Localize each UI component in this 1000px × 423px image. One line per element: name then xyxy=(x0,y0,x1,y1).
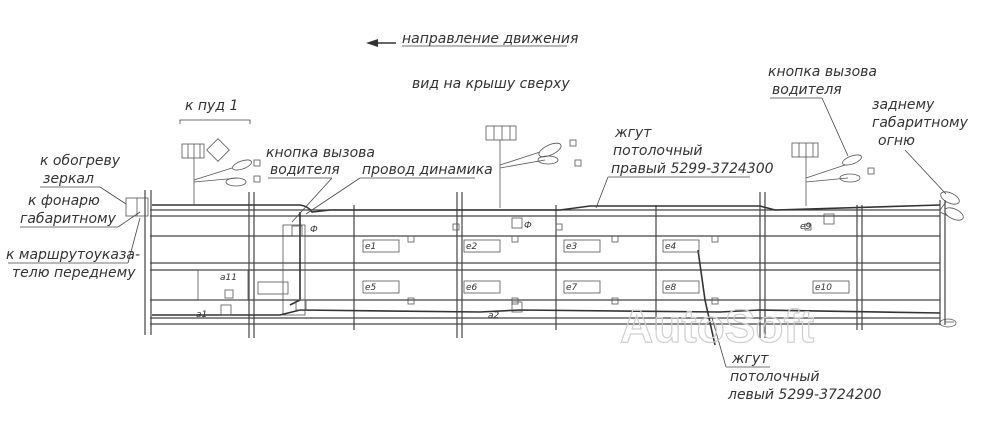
label-call-button-left-1: кнопка вызова xyxy=(266,145,375,161)
label-clearance-lamp-1: к фонарю xyxy=(28,193,100,209)
label-speaker-wire: провод динамика xyxy=(362,162,493,178)
label-route-indicator-1: к маршрутоуказа- xyxy=(6,247,140,263)
mirror-heater-connector xyxy=(125,197,149,217)
roof-frame xyxy=(144,190,946,338)
watermark: AutoSoft xyxy=(620,300,814,352)
label-harness-right-2: потолочный xyxy=(613,143,703,159)
label-call-button-right-2: водителя xyxy=(772,82,842,98)
label-call-button-left-2: водителя xyxy=(270,162,340,178)
connector-cluster-right xyxy=(791,142,875,206)
label-harness-right-3: правый 5299-3724300 xyxy=(611,161,774,177)
label-mirror-heater-2: зеркал xyxy=(43,171,94,187)
tag-e8: e8 xyxy=(665,283,677,293)
tag-e2: e2 xyxy=(466,242,478,252)
label-harness-left-3: левый 5299-3724200 xyxy=(727,387,882,403)
label-call-button-right-1: кнопка вызова xyxy=(768,64,877,80)
tag-a1: a1 xyxy=(196,310,207,320)
tag-phi: Ф xyxy=(310,225,318,235)
ceiling-harness-left xyxy=(152,249,941,346)
tag-e5: e5 xyxy=(365,283,377,293)
tag-e10: e10 xyxy=(815,283,832,293)
label-harness-left-1: жгут xyxy=(731,351,769,367)
label-to-pud: к пуд 1 xyxy=(185,98,238,114)
label-harness-right-1: жгут xyxy=(614,125,652,141)
tag-e3: e3 xyxy=(566,242,578,252)
connector-cluster-left xyxy=(181,138,261,205)
tag-e6: e6 xyxy=(466,283,478,293)
label-rear-clearance-2: габаритному xyxy=(872,115,969,131)
label-rear-clearance-1: заднему xyxy=(872,97,935,113)
label-clearance-lamp-2: габаритному xyxy=(20,211,117,227)
lamp-row xyxy=(220,213,850,316)
label-route-indicator-2: телю переднему xyxy=(12,265,136,281)
label-rear-clearance-3: огню xyxy=(878,133,915,149)
direction-label: направление движения xyxy=(402,31,578,47)
tag-e4: e4 xyxy=(665,242,677,252)
label-mirror-heater-1: к обогреву xyxy=(40,153,121,169)
tag-phi-2: Ф xyxy=(524,221,532,231)
tag-e1: e1 xyxy=(365,242,376,252)
rear-connectors xyxy=(939,191,964,328)
connector-cluster-middle xyxy=(485,125,582,208)
tag-e7: e7 xyxy=(566,283,578,293)
direction-arrow xyxy=(366,39,396,47)
tag-a11: a11 xyxy=(220,273,237,283)
tag-e9: e9 xyxy=(800,222,812,232)
view-label: вид на крышу сверху xyxy=(412,76,570,92)
label-harness-left-2: потолочный xyxy=(730,369,820,385)
tag-a2: a2 xyxy=(488,311,500,321)
